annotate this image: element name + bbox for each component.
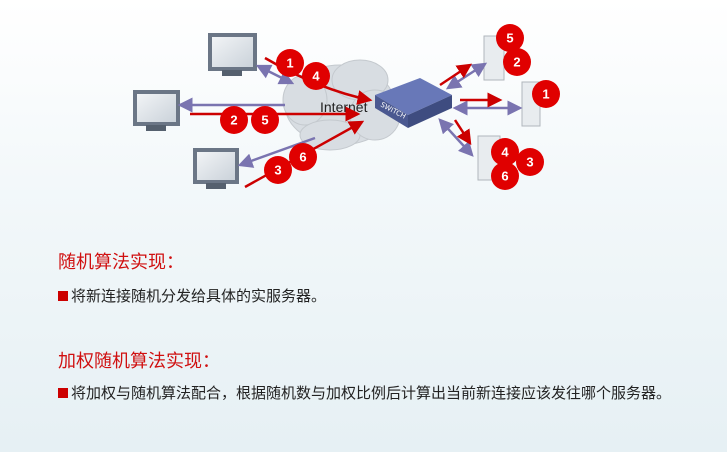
svg-text:5: 5 xyxy=(261,113,268,128)
badge: 2 xyxy=(503,48,531,76)
bullet-random: 将新连接随机分发给具体的实服务器。 xyxy=(58,281,718,311)
svg-text:1: 1 xyxy=(542,87,549,102)
switch-icon: SWITCH xyxy=(375,78,452,128)
badge: 4 xyxy=(491,138,519,166)
section-heading-random: 随机算法实现： xyxy=(58,252,184,273)
bullet-text: 将新连接随机分发给具体的实服务器。 xyxy=(71,287,327,305)
svg-text:6: 6 xyxy=(299,150,306,165)
badge: 6 xyxy=(289,143,317,171)
badge: 3 xyxy=(264,156,292,184)
section-heading-weighted-random: 加权随机算法实现： xyxy=(58,351,220,372)
computer-icon xyxy=(208,33,257,76)
computer-icon xyxy=(193,148,239,189)
svg-text:4: 4 xyxy=(501,145,509,160)
badge: 2 xyxy=(220,106,248,134)
link-lines xyxy=(177,62,523,168)
badge: 1 xyxy=(532,80,560,108)
internet-label: Internet xyxy=(320,99,368,115)
svg-text:4: 4 xyxy=(312,69,320,84)
bullet-square-icon xyxy=(58,388,68,398)
badge: 1 xyxy=(276,49,304,77)
badge: 5 xyxy=(496,24,524,52)
badge: 3 xyxy=(516,148,544,176)
svg-text:3: 3 xyxy=(526,155,533,170)
computer-icon xyxy=(133,90,180,131)
svg-text:5: 5 xyxy=(506,31,513,46)
bullet-text: 将加权与随机算法配合，根据随机数与加权比例后计算出当前新连接应该发往哪个服务器。 xyxy=(71,384,672,402)
badge: 5 xyxy=(251,106,279,134)
bullet-square-icon xyxy=(58,291,68,301)
svg-text:2: 2 xyxy=(513,55,520,70)
svg-text:6: 6 xyxy=(501,169,508,184)
svg-text:2: 2 xyxy=(230,113,237,128)
bullet-weighted-random: 将加权与随机算法配合，根据随机数与加权比例后计算出当前新连接应该发往哪个服务器。 xyxy=(58,378,718,408)
badge: 6 xyxy=(491,162,519,190)
load-balancing-diagram: Internet SWITCH 1 4 2 5 3 6 5 2 1 3 4 6 xyxy=(133,24,560,190)
badge: 4 xyxy=(302,62,330,90)
svg-text:3: 3 xyxy=(274,163,281,178)
svg-text:1: 1 xyxy=(286,56,293,71)
